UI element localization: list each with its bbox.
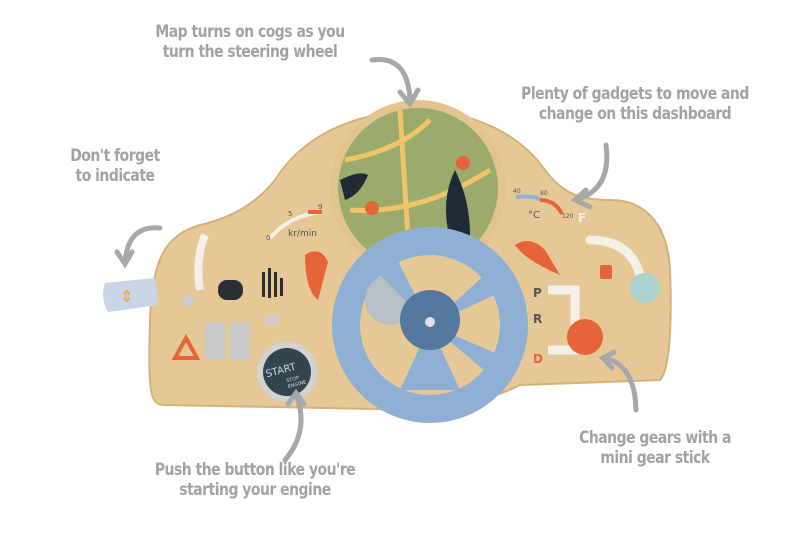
rpm-tick-5: 5 [288, 210, 292, 218]
temp-gauge-hot [539, 198, 564, 215]
headlight-switch[interactable] [230, 322, 250, 360]
fuel-pump-icon [600, 265, 612, 279]
map-pin-icon [456, 156, 470, 170]
arrow-head-icon [114, 249, 135, 269]
indicator-arrows-icon: ⇕ [120, 287, 133, 306]
gadgets-annotation-line-2: change on this dashboard [538, 104, 732, 124]
map-lake [446, 170, 470, 240]
engine-label: ENGINE [287, 379, 307, 390]
indicate-annotation-line-2: to indicate [75, 166, 155, 186]
map-annotation-line-1: Map turns on cogs as you [155, 22, 345, 42]
gears-annotation-line-1: Change gears with a [579, 428, 731, 448]
gear-label-p: P [533, 286, 542, 300]
light-button[interactable] [182, 294, 194, 306]
temp-tick-40: 40 [513, 188, 521, 195]
gears-annotation-line-2: mini gear stick [600, 448, 710, 468]
start-engine-button[interactable]: START STOP ENGINE [257, 342, 317, 402]
fuel-slider-knob[interactable] [630, 273, 660, 303]
light-button[interactable] [266, 314, 278, 326]
gears-annotation: Change gears with a mini gear stick [561, 428, 750, 468]
arrow-head-icon [285, 388, 307, 407]
button-annotation: Push the button like you're starting you… [132, 460, 378, 500]
button-annotation-line-1: Push the button like you're [154, 460, 356, 480]
right-lever[interactable] [515, 241, 560, 275]
temp-unit-label: °C [528, 210, 540, 221]
gear-label-r: R [533, 312, 542, 326]
speaker-grille-icon [262, 268, 283, 298]
steering-wheel[interactable] [332, 227, 528, 423]
button-arrow [282, 392, 304, 463]
temp-tick-80: 80 [540, 190, 548, 197]
rpm-unit-label: kr/min [288, 229, 317, 239]
map-lake [340, 173, 368, 200]
map-pin-icon [365, 201, 379, 215]
headlight-switch[interactable] [205, 322, 225, 360]
map-annotation: Map turns on cogs as you turn the steeri… [143, 22, 356, 62]
indicate-annotation: Don't forget to indicate [58, 146, 173, 186]
gadgets-arrow [572, 142, 610, 203]
button-annotation-line-2: starting your engine [179, 480, 331, 500]
fuel-slider-track [585, 235, 645, 280]
arrow-head-icon [397, 87, 421, 109]
rpm-tick-9: 9 [318, 203, 322, 211]
arrow-head-icon [599, 349, 617, 371]
gears-arrow [602, 355, 639, 413]
map-annotation-line-2: turn the steering wheel [162, 42, 338, 62]
arrow-button[interactable] [218, 280, 243, 300]
gadgets-annotation: Plenty of gadgets to move and change on … [504, 84, 766, 124]
stop-label: STOP [286, 375, 300, 384]
map-arrow [369, 57, 413, 103]
gear-label-d: D [533, 352, 543, 366]
indicate-arrow [122, 225, 163, 265]
hazard-icon [171, 333, 201, 360]
fuel-full-label: F [578, 211, 586, 225]
indicator-lever [103, 278, 158, 312]
left-lever[interactable] [305, 251, 328, 300]
gear-stick-knob[interactable] [567, 319, 603, 355]
temp-tick-120: 120 [562, 213, 574, 220]
indicate-annotation-line-1: Don't forget [70, 146, 160, 166]
arrow-head-icon [570, 187, 593, 210]
temp-gauge-cool [515, 194, 542, 202]
rpm-tick-0: 0 [266, 234, 270, 242]
left-slot [194, 233, 209, 291]
gadgets-annotation-line-1: Plenty of gadgets to move and [521, 84, 749, 104]
gear-slot [548, 285, 580, 355]
